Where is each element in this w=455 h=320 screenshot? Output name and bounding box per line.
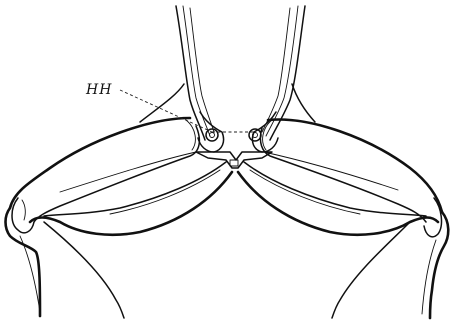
- hh-label: HH: [85, 82, 112, 98]
- left-thigh: [10, 118, 199, 222]
- hh-annotation: HH: [85, 82, 255, 132]
- right-knee-leg: [332, 198, 448, 318]
- right-thigh: [260, 120, 442, 222]
- left-knee-leg: [6, 198, 125, 318]
- ilium-joints: [198, 112, 278, 152]
- pelvic-plate: [196, 152, 272, 168]
- left-shank: [30, 162, 232, 235]
